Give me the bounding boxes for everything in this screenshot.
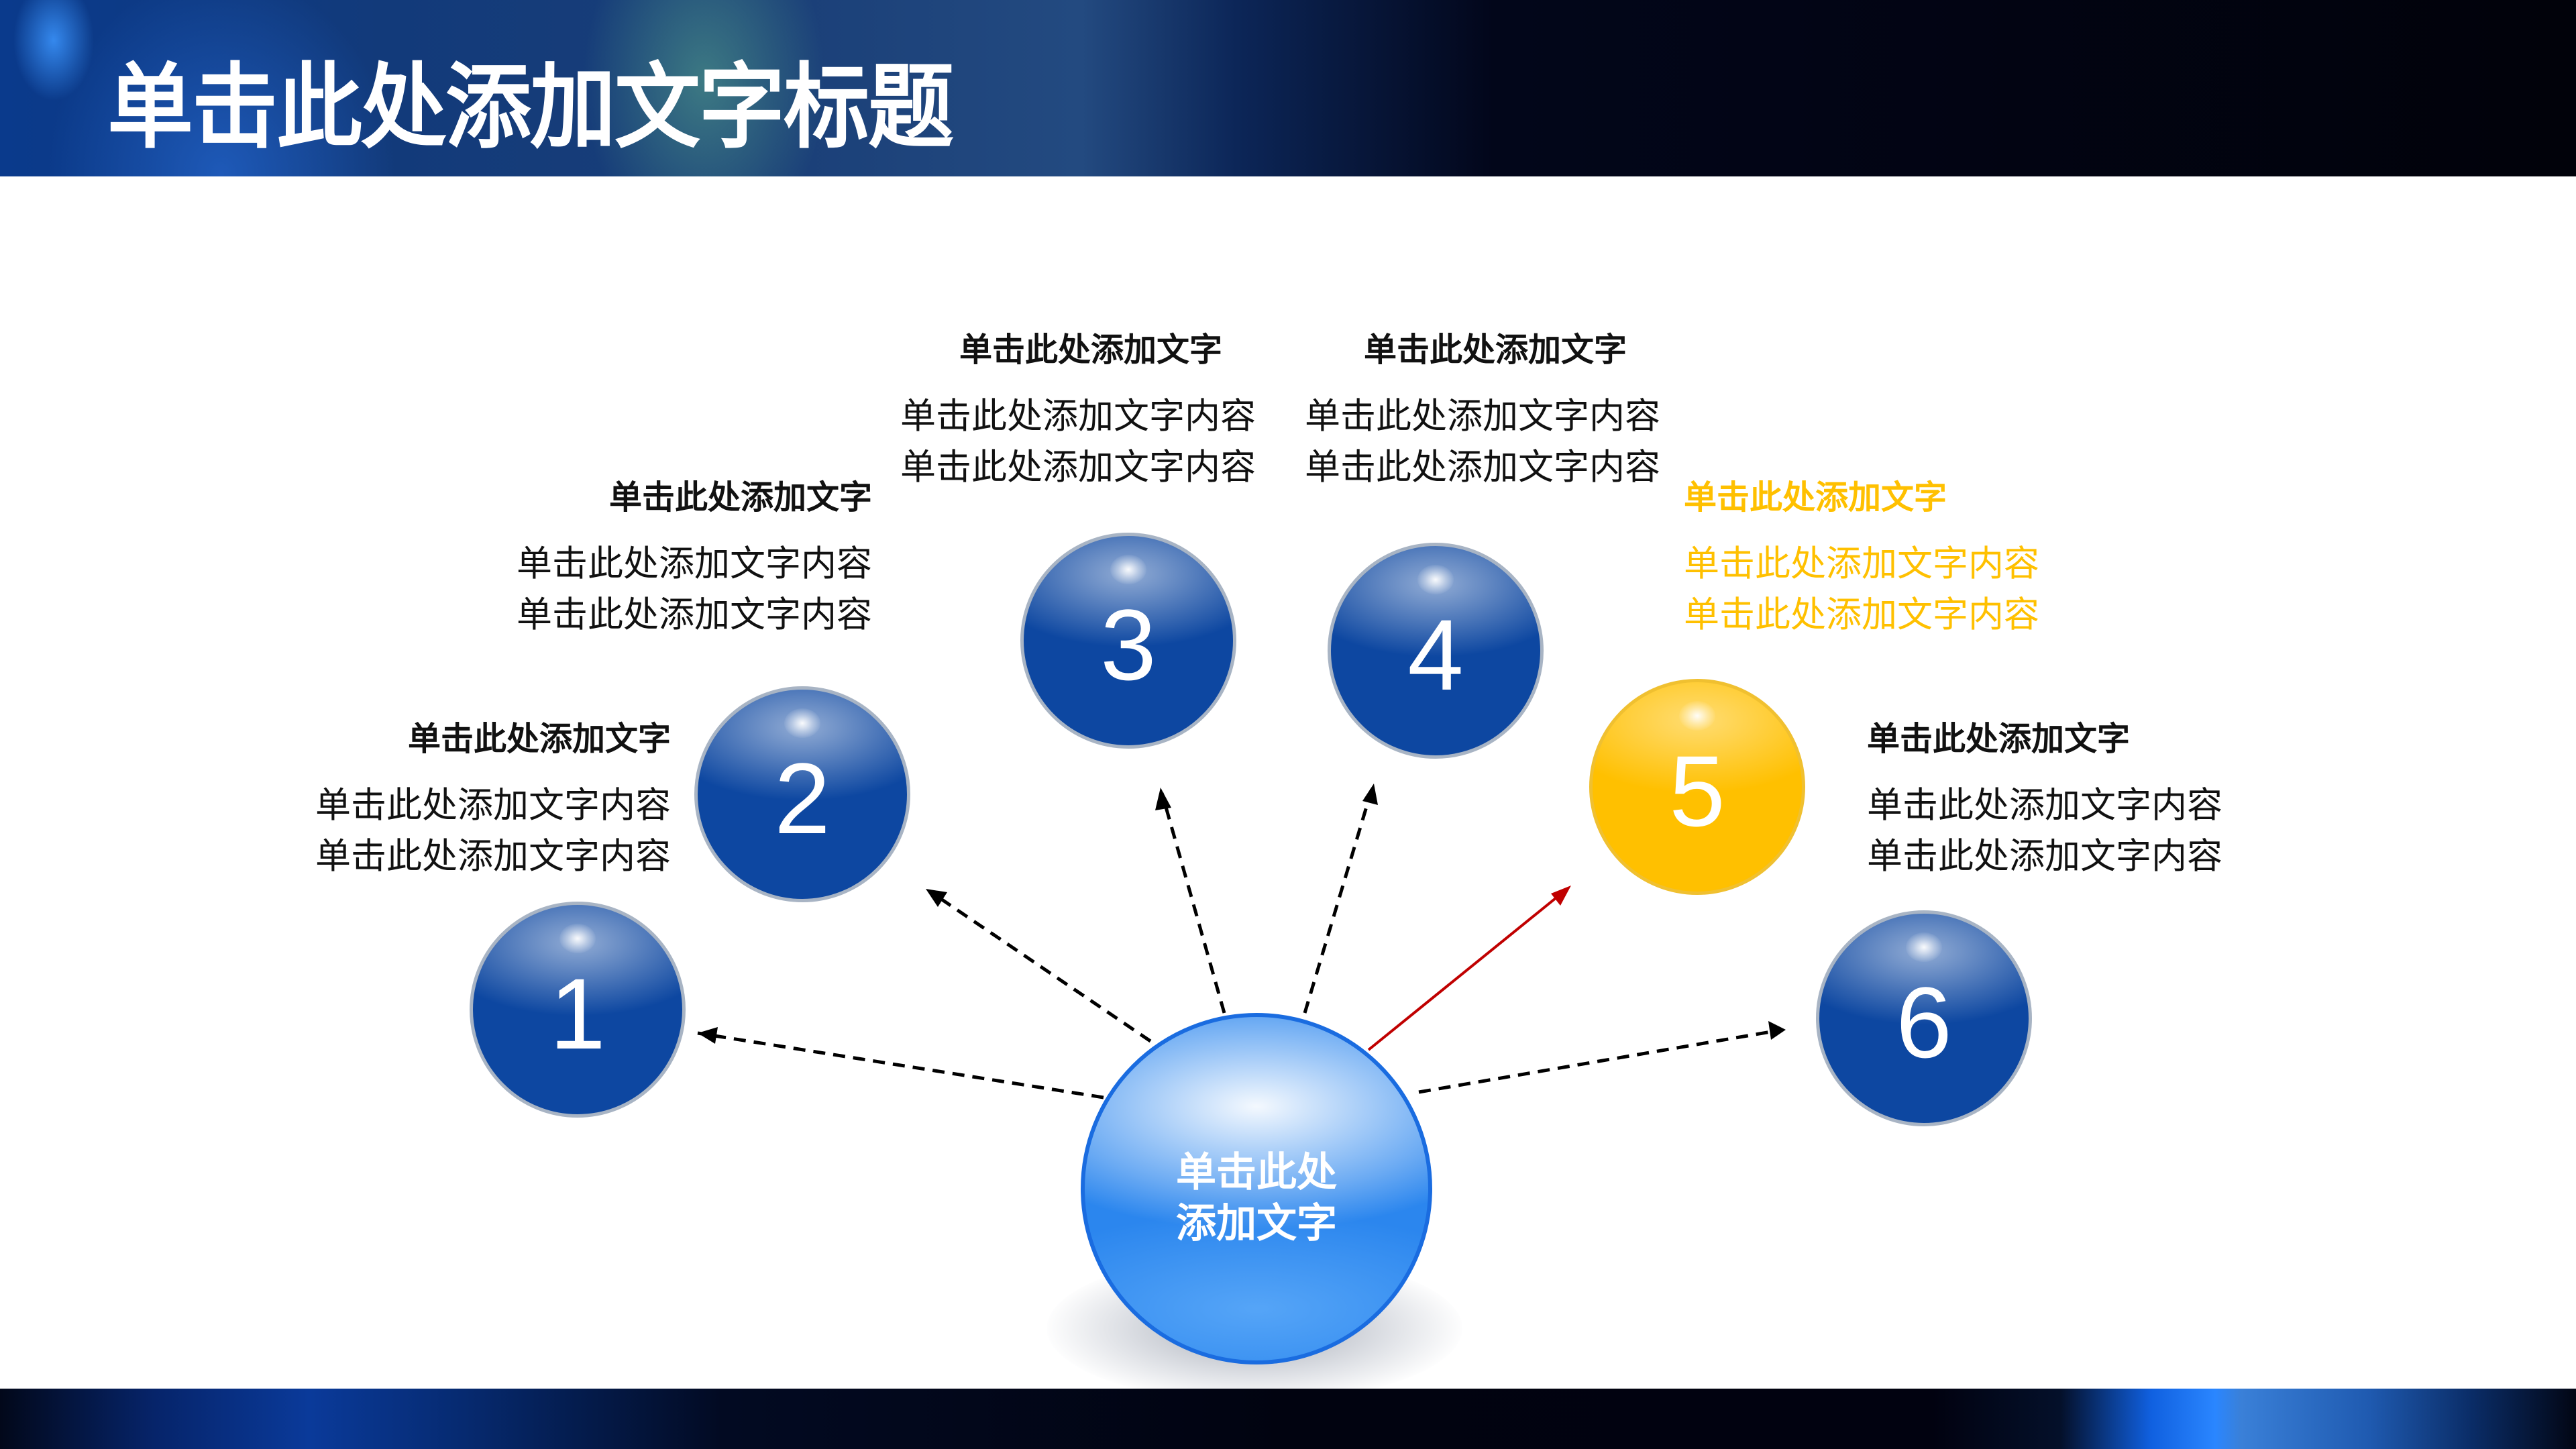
highlight-glint xyxy=(1110,555,1146,584)
arrow-to-3 xyxy=(1155,788,1226,1014)
item-ball-4[interactable]: 4 xyxy=(1328,543,1544,759)
item-heading: 单击此处添加文字 xyxy=(608,478,872,517)
item-text-line: 单击此处添加文字内容 xyxy=(1867,836,2222,877)
highlight-glint xyxy=(559,924,596,953)
highlight-glint xyxy=(1417,565,1454,594)
item-heading: 单击此处添加文字 xyxy=(1363,331,1627,369)
item-label-5[interactable]: 单击此处添加文字 单击此处添加文字内容 单击此处添加文字内容 xyxy=(1684,478,2039,641)
item-heading: 单击此处添加文字 xyxy=(959,331,1222,369)
highlight-glint xyxy=(784,708,820,738)
highlight-glint xyxy=(1679,701,1715,731)
item-label-4[interactable]: 单击此处添加文字 单击此处添加文字内容 单击此处添加文字内容 xyxy=(1305,331,1660,493)
item-label-1[interactable]: 单击此处添加文字 单击此处添加文字内容 单击此处添加文字内容 xyxy=(315,720,671,882)
item-number: 4 xyxy=(1407,598,1464,711)
arrow-to-4 xyxy=(1303,784,1378,1014)
item-ball-3[interactable]: 3 xyxy=(1020,533,1236,749)
item-text-line: 单击此处添加文字内容 xyxy=(1305,396,1660,437)
center-sphere[interactable]: 单击此处 添加文字 xyxy=(1081,1013,1432,1364)
item-text-line: 单击此处添加文字内容 xyxy=(315,836,671,877)
arrow-to-6 xyxy=(1418,1021,1786,1094)
item-label-6[interactable]: 单击此处添加文字 单击此处添加文字内容 单击此处添加文字内容 xyxy=(1867,720,2222,882)
item-label-3[interactable]: 单击此处添加文字 单击此处添加文字内容 单击此处添加文字内容 xyxy=(900,331,1256,493)
item-ball-6[interactable]: 6 xyxy=(1816,910,2032,1126)
item-label-2[interactable]: 单击此处添加文字 单击此处添加文字内容 单击此处添加文字内容 xyxy=(517,478,872,641)
item-number: 3 xyxy=(1100,588,1157,701)
arrow-to-1 xyxy=(697,1027,1104,1099)
highlight-glint xyxy=(1906,932,1942,962)
item-ball-2[interactable]: 2 xyxy=(694,686,910,902)
item-heading: 单击此处添加文字 xyxy=(1867,720,2131,758)
item-text-line: 单击此处添加文字内容 xyxy=(900,447,1256,488)
item-text-line: 单击此处添加文字内容 xyxy=(1305,447,1660,488)
item-number: 1 xyxy=(549,957,606,1070)
arrow-to-5 xyxy=(1367,885,1571,1051)
item-text-line: 单击此处添加文字内容 xyxy=(517,594,872,635)
item-heading: 单击此处添加文字 xyxy=(407,720,671,758)
item-text-line: 单击此处添加文字内容 xyxy=(1684,594,2039,635)
arrow-to-2 xyxy=(926,889,1152,1043)
item-number: 5 xyxy=(1669,735,1725,847)
item-heading: 单击此处添加文字 xyxy=(1684,478,1947,517)
footer-banner xyxy=(0,1389,2576,1449)
item-text-line: 单击此处添加文字内容 xyxy=(517,543,872,584)
item-text-line: 单击此处添加文字内容 xyxy=(315,785,671,826)
slide-title[interactable]: 单击此处添加文字标题 xyxy=(107,54,954,162)
item-text-line: 单击此处添加文字内容 xyxy=(1684,543,2039,584)
header-banner: 单击此处添加文字标题 xyxy=(0,0,2576,176)
item-ball-5[interactable]: 5 xyxy=(1589,679,1805,895)
item-ball-1[interactable]: 1 xyxy=(470,902,686,1118)
item-number: 6 xyxy=(1896,966,1952,1079)
item-text-line: 单击此处添加文字内容 xyxy=(1867,785,2222,826)
item-number: 2 xyxy=(774,742,830,855)
center-label: 单击此处 添加文字 xyxy=(1176,1149,1337,1247)
item-text-line: 单击此处添加文字内容 xyxy=(900,396,1256,437)
